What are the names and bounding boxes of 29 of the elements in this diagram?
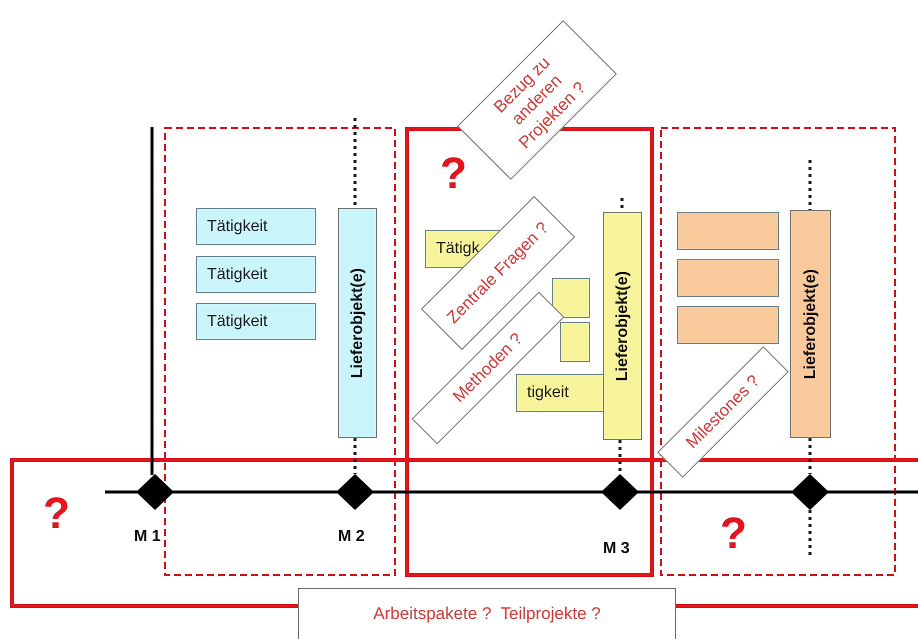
milestone-diamond (336, 474, 374, 510)
milestone-diamond (601, 474, 639, 510)
activity-box (677, 306, 779, 344)
deliverable-bar: Lieferobjekt(e) (603, 212, 642, 440)
dotted-line (618, 440, 622, 474)
milestone-label: M 1 (134, 528, 161, 546)
activity-box (560, 322, 590, 362)
activity-box (677, 212, 779, 250)
milestone-label: M 3 (603, 540, 630, 558)
deliverable-bar: Lieferobjekt(e) (790, 210, 831, 438)
dotted-line (808, 510, 812, 556)
question-mark: ? (720, 512, 747, 556)
activity-box: Tätigkeit (196, 208, 316, 245)
dotted-line (354, 438, 356, 474)
callout-box: Arbeitspakete ? Teilprojekte ? (298, 588, 676, 639)
dotted-line (354, 118, 356, 208)
activity-box (552, 278, 590, 318)
dotted-line (808, 160, 812, 210)
milestone-label: M 2 (338, 528, 365, 546)
activity-box (677, 259, 779, 297)
activity-box: tigkeit (516, 374, 605, 412)
question-mark: ? (43, 492, 70, 536)
deliverable-bar: Lieferobjekt(e) (338, 208, 377, 438)
vertical-line (150, 127, 154, 475)
activity-box: Tätigkeit (196, 256, 316, 293)
milestone-diamond (791, 474, 829, 510)
activity-box: Tätigkeit (196, 303, 316, 340)
dotted-line (808, 438, 812, 474)
milestone-diamond (136, 474, 174, 510)
